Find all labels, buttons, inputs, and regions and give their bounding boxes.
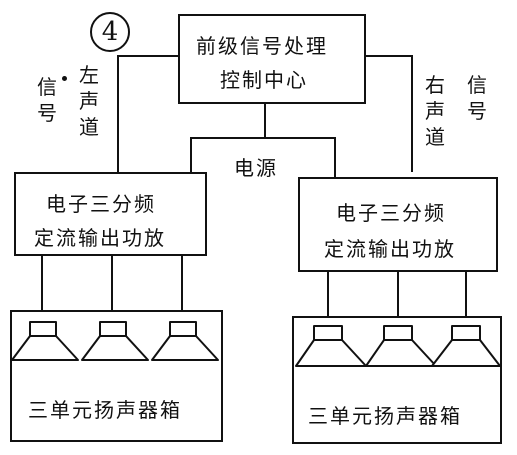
left-driver-1 (11, 321, 79, 361)
preamp-label-line1: 前级信号处理 (196, 34, 328, 58)
right-signal-char-2: 号 (467, 99, 487, 123)
figure-number-badge: 4 (90, 12, 130, 52)
right-channel-char-1: 右 (425, 73, 445, 97)
left-driver-3 (151, 321, 219, 361)
right-channel-label: 右 声 道 (424, 72, 446, 150)
left-driver-2 (81, 321, 149, 361)
right-signal-line (365, 55, 413, 172)
right-driver-1 (295, 325, 367, 367)
right-signal-label: 信 号 (466, 72, 488, 124)
left-channel-char-3: 道 (79, 115, 99, 139)
right-amplifier-box: 电子三分频 定流输出功放 (298, 177, 498, 272)
right-amp-label-line2: 定流输出功放 (324, 237, 456, 261)
left-channel-char-2: 声 (79, 89, 99, 113)
left-speaker-label: 三单元扬声器箱 (28, 398, 182, 422)
right-channel-char-3: 道 (425, 125, 445, 149)
right-channel-char-2: 声 (425, 99, 445, 123)
left-channel-label: 左 声 道 (78, 62, 100, 140)
left-amp-label-line1: 电子三分频 (46, 192, 156, 216)
left-amplifier-box: 电子三分频 定流输出功放 (14, 172, 207, 256)
left-signal-char-2: 号 (37, 101, 57, 125)
right-signal-char-1: 信 (467, 73, 487, 97)
left-signal-label: 信 号 (36, 74, 58, 126)
preamp-label-line2: 控制中心 (220, 68, 308, 92)
left-channel-char-1: 左 (79, 63, 99, 87)
power-bus (190, 137, 336, 177)
left-signal-line (117, 55, 178, 172)
right-amp-label-line1: 电子三分频 (336, 201, 446, 225)
left-amp-label-line2: 定流输出功放 (34, 226, 166, 250)
figure-number: 4 (101, 17, 119, 47)
preamp-control-center-box: 前级信号处理 控制中心 (178, 14, 366, 104)
dot-marker (62, 76, 67, 81)
left-signal-char-1: 信 (37, 75, 57, 99)
power-label: 电源 (234, 156, 278, 180)
right-driver-3 (431, 325, 501, 367)
right-speaker-label: 三单元扬声器箱 (308, 404, 462, 428)
right-driver-2 (365, 325, 437, 367)
